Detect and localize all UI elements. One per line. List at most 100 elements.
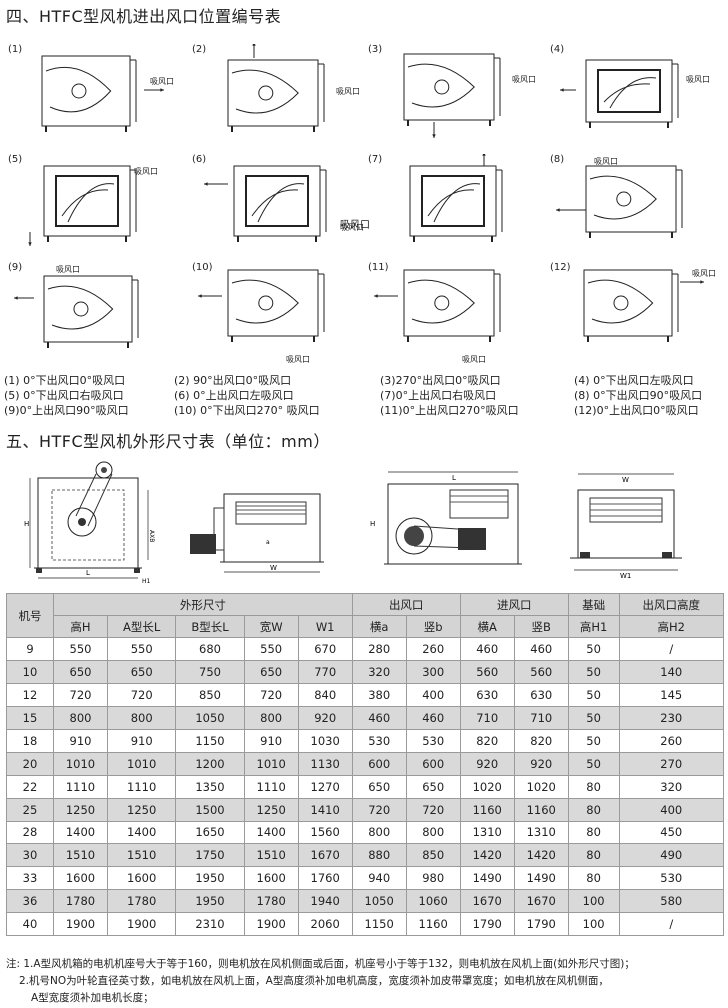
fan-schematic: 吸风口	[583, 269, 716, 342]
table-cell: 600	[351, 751, 407, 776]
suction-label: 吸风口	[340, 223, 364, 232]
table-cell: 650	[107, 660, 177, 685]
position-number: (10)	[192, 262, 213, 273]
dim-label-AXB: AXB	[148, 530, 155, 542]
col-header-model: 机号	[6, 592, 54, 639]
dim-label-L-typeB: L	[452, 474, 456, 482]
col-header: 高H	[52, 615, 109, 639]
table-cell: 1510	[243, 843, 299, 868]
table-cell: 80	[567, 820, 620, 845]
table-cell: 1270	[297, 774, 353, 799]
table-cell: 1160	[513, 797, 569, 822]
table-cell: 1400	[107, 820, 177, 845]
table-cell: 50	[567, 637, 620, 662]
table-cell: 260	[618, 728, 725, 753]
table-cell: 1150	[351, 912, 407, 936]
table-cell: 710	[513, 706, 569, 730]
fan-schematic: 吸风口	[28, 165, 158, 246]
position-diagram: (12) 吸风口	[546, 262, 724, 382]
table-cell: 270	[618, 751, 725, 776]
fan-schematic: 吸风口	[204, 165, 364, 242]
table-cell: 910	[243, 728, 299, 753]
table-cell: 720	[243, 683, 299, 708]
table-cell: 1750	[175, 843, 245, 868]
table-cell: 2060	[297, 912, 353, 936]
position-diagram: (10)吸风口	[188, 262, 366, 382]
table-cell: 1600	[52, 866, 109, 891]
table-cell: 820	[459, 728, 515, 753]
section-title-positions: 四、HTFC型风机进出风口位置编号表	[6, 7, 282, 26]
table-cell: 920	[297, 706, 353, 730]
table-cell: 800	[351, 820, 407, 845]
table-cell: 560	[513, 660, 569, 685]
col-header: 竖B	[513, 615, 569, 639]
position-number: (7)	[368, 154, 383, 165]
table-cell: 1670	[297, 843, 353, 868]
table-cell: 22	[6, 774, 54, 799]
suction-label: 吸风口	[462, 355, 486, 364]
fan-schematic: 吸风口	[198, 269, 325, 364]
position-caption: (6) 0°上出风口左吸风口	[174, 389, 294, 402]
col-group-base: 基础	[567, 592, 620, 617]
table-cell: 1010	[107, 751, 177, 776]
table-cell: 850	[175, 683, 245, 708]
table-cell: 50	[567, 728, 620, 753]
table-cell: 1010	[243, 751, 299, 776]
table-cell: 1020	[513, 774, 569, 799]
fan-schematic: 吸风口	[14, 265, 139, 348]
table-cell: 770	[297, 660, 353, 685]
table-cell: 650	[351, 774, 407, 799]
table-cell: 260	[405, 637, 461, 662]
position-caption: (4) 0°下出风口左吸风口	[574, 374, 694, 387]
table-cell: 1400	[52, 820, 109, 845]
table-cell: 630	[459, 683, 515, 708]
suction-label: 吸风口	[512, 75, 536, 84]
table-cell: 1250	[107, 797, 177, 822]
table-cell: 40	[6, 912, 54, 936]
position-caption: (7)0°上出风口右吸风口	[380, 389, 497, 402]
position-number: (12)	[550, 262, 571, 273]
position-caption: (1) 0°下出风口0°吸风口	[4, 374, 126, 387]
note-line: A型宽度须补加电机长度；	[31, 992, 154, 1004]
dim-label-H1: H1	[142, 578, 151, 584]
position-number: (2)	[192, 44, 207, 55]
table-cell: 400	[618, 797, 725, 822]
fan-schematic	[409, 154, 503, 242]
table-cell: 800	[405, 820, 461, 845]
table-cell: 920	[513, 751, 569, 776]
table-cell: 1110	[52, 774, 109, 799]
table-cell: 1560	[297, 820, 353, 845]
position-caption: (2) 90°出风口0°吸风口	[174, 374, 292, 387]
table-cell: 50	[567, 660, 620, 685]
position-caption: (11)0°上出风口270°吸风口	[380, 404, 519, 417]
table-cell: 550	[52, 637, 109, 662]
table-cell: 15	[6, 706, 54, 730]
table-cell: 1420	[459, 843, 515, 868]
table-cell: 12	[6, 683, 54, 708]
table-cell: 460	[513, 637, 569, 662]
col-header: 横a	[351, 615, 407, 639]
table-cell: 80	[567, 866, 620, 891]
table-cell: 80	[567, 797, 620, 822]
table-cell: 20	[6, 751, 54, 776]
table-cell: 1350	[175, 774, 245, 799]
table-cell: 400	[405, 683, 461, 708]
position-number: (9)	[8, 262, 23, 273]
position-number: (3)	[368, 44, 383, 55]
table-cell: 1160	[405, 912, 461, 936]
table-cell: 910	[107, 728, 177, 753]
fan-schematic: 吸风口	[560, 59, 710, 128]
table-cell: 720	[351, 797, 407, 822]
suction-label: 吸风口	[686, 75, 710, 84]
table-cell: 1020	[459, 774, 515, 799]
table-cell: 80	[567, 774, 620, 799]
table-cell: 1950	[175, 866, 245, 891]
